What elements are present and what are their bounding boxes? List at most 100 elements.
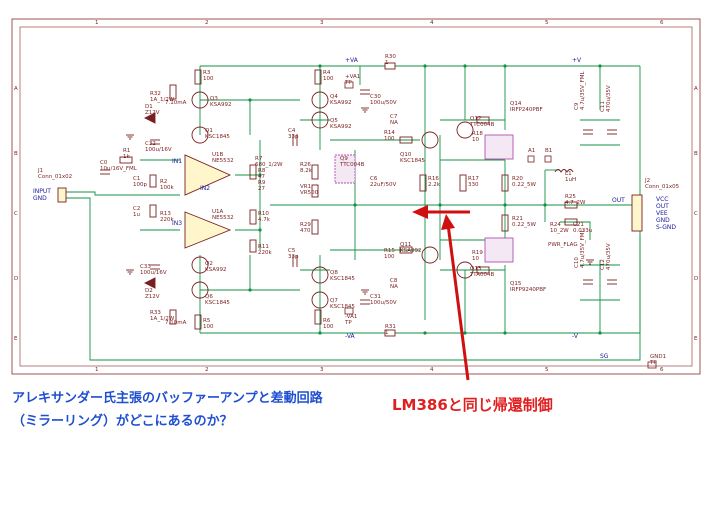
component-ref-c10: C10 bbox=[574, 257, 580, 268]
net-label-input: INPUT bbox=[33, 188, 51, 195]
component-ref-va1: +VA1 bbox=[345, 74, 360, 80]
component-ref-r30: R30 bbox=[385, 54, 396, 60]
component-ref-c8: C8 bbox=[390, 278, 398, 284]
component-ref-r33: R33 bbox=[150, 310, 161, 316]
net-label-neg-rail: -V bbox=[572, 333, 579, 340]
border-row-E-right: E bbox=[694, 336, 698, 342]
component-value-r11: 220k bbox=[258, 250, 272, 256]
component-ref-r19: R19 bbox=[472, 250, 483, 256]
component-value-c12: 470u/35V bbox=[606, 243, 612, 270]
component-value-r32: 1A_1/2W bbox=[150, 97, 175, 103]
annotation-red: LM386と同じ帰還制御 bbox=[392, 396, 553, 414]
component-ref-c6: C6 bbox=[370, 176, 378, 182]
component-value-q8: KSC1845 bbox=[330, 276, 355, 282]
component-value-q7: KSC1845 bbox=[330, 304, 355, 310]
component-value-c5: 33p bbox=[288, 254, 299, 260]
component-value-q13: TTA004B bbox=[469, 272, 494, 278]
component-ref-r3: R3 bbox=[203, 70, 211, 76]
component-value-c30: 100u/50V bbox=[370, 100, 397, 106]
net-label-input-gnd: GND bbox=[33, 195, 47, 202]
net-labels: +VA +V -VA -V OUT SG PWR_FLAG IN1 IN2 IN… bbox=[33, 57, 625, 360]
component-value-va1: TP bbox=[344, 80, 352, 86]
net-label-sg: SG bbox=[600, 353, 609, 360]
component-ref-c5: C5 bbox=[288, 248, 296, 254]
component-value-r30: 1 bbox=[385, 60, 389, 66]
component-value-c6: 22uF/50V bbox=[370, 182, 396, 188]
component-value-c8: NA bbox=[390, 284, 398, 290]
component-value-d1: Z12V bbox=[145, 110, 160, 116]
component-ref-r1: R1 bbox=[123, 148, 130, 154]
junction-dots bbox=[248, 64, 602, 335]
component-value-q15: IRFP9240PBF bbox=[510, 287, 546, 293]
ccs-current-bottom: 7.10mA bbox=[165, 320, 187, 326]
net-label-pos-va: +VA bbox=[345, 57, 359, 64]
net-label-neg-va: -VA bbox=[345, 333, 356, 340]
component-ref-d1: D1 bbox=[145, 104, 153, 110]
border-row-E-left: E bbox=[14, 336, 18, 342]
border-col-6-bottom: 6 bbox=[660, 367, 664, 373]
component-value-c4: 33p bbox=[288, 134, 299, 140]
border-row-B-right: B bbox=[694, 151, 698, 157]
component-value-u1b: NE5532 bbox=[212, 158, 234, 164]
j2-pin-gnd: GND bbox=[656, 217, 670, 224]
component-value-c0: 10u/16V_FML bbox=[100, 166, 138, 172]
component-value-r2: 100k bbox=[160, 185, 174, 191]
component-ref-r13: R13 bbox=[160, 211, 171, 217]
ground-symbols bbox=[125, 107, 595, 295]
component-ref-r26: R26 bbox=[300, 162, 311, 168]
component-ref-c33: C33 bbox=[140, 264, 151, 270]
annotation-blue-line1: アレキサンダー氏主張のバッファーアンプと差動回路 bbox=[12, 391, 323, 406]
component-ref-q13: Q13 bbox=[470, 266, 482, 272]
component-ref-c31: C31 bbox=[370, 294, 381, 300]
component-value-r8: 47 bbox=[258, 174, 265, 180]
border-col-2-bottom: 2 bbox=[205, 367, 209, 373]
component-value-r6: 100 bbox=[323, 324, 334, 330]
component-ref-r24: R24 bbox=[550, 222, 561, 228]
component-ref-q6: Q6 bbox=[205, 294, 213, 300]
component-ref-r21: R21 bbox=[512, 216, 523, 222]
j1-value: Conn_01x02 bbox=[38, 174, 72, 180]
component-ref-l1: L1 bbox=[565, 171, 572, 177]
border-row-D-right: D bbox=[694, 276, 698, 282]
component-ref-c4: C4 bbox=[288, 128, 296, 134]
feedback-arrow bbox=[412, 205, 470, 381]
component-value-q3: KSA992 bbox=[210, 102, 231, 108]
border-row-C-right: C bbox=[694, 211, 698, 217]
component-value-q10: KSC1845 bbox=[400, 158, 425, 164]
component-value-r25: 4.7_2W bbox=[565, 200, 586, 206]
component-ref-q7: Q7 bbox=[330, 298, 338, 304]
component-ref-r11: R11 bbox=[258, 244, 269, 250]
component-value-c1: 100p bbox=[133, 182, 147, 188]
component-value-c11: 470u/35V bbox=[606, 85, 612, 112]
component-value-c31: 100u/50V bbox=[370, 300, 397, 306]
component-ref-q8: Q8 bbox=[330, 270, 338, 276]
component-value-r14: 100 bbox=[384, 136, 395, 142]
component-ref-c11: C11 bbox=[600, 101, 606, 112]
component-ref-c1: C1 bbox=[133, 176, 140, 182]
component-ref-r17: R17 bbox=[468, 176, 479, 182]
component-value-r9: 27 bbox=[258, 186, 265, 192]
component-ref-r2: R2 bbox=[160, 179, 167, 185]
component-ref-c0: C0 bbox=[100, 160, 108, 166]
component-value-q6: KSC1845 bbox=[205, 300, 230, 306]
component-ref-q14: Q14 bbox=[510, 101, 522, 107]
component-value-c32: 100u/16V bbox=[145, 147, 172, 153]
net-label-pos-rail: +V bbox=[572, 57, 582, 64]
component-ref-r20: R20 bbox=[512, 176, 523, 182]
component-value-d2: Z12V bbox=[145, 294, 160, 300]
component-value-q4: KSA992 bbox=[330, 100, 351, 106]
component-ref-r8: R8 bbox=[258, 168, 266, 174]
component-ref-r14: R14 bbox=[384, 130, 395, 136]
j2-value: Conn_01x05 bbox=[645, 184, 680, 190]
component-ref-q3: Q3 bbox=[210, 96, 218, 102]
component-value-c10: 4.7u/35V_FML bbox=[580, 228, 586, 268]
component-value-q12: TTC004B bbox=[469, 122, 495, 128]
component-ref-r25: R25 bbox=[565, 194, 576, 200]
component-ref-r10: R10 bbox=[258, 211, 269, 217]
net-label-in1: IN1 bbox=[172, 158, 182, 165]
component-ref-u1b: U1B bbox=[212, 152, 224, 158]
component-value-c2: 1u bbox=[133, 212, 140, 218]
border-col-2-top: 2 bbox=[205, 20, 209, 26]
component-ref-q10: Q10 bbox=[400, 152, 412, 158]
component-ref-c12: C12 bbox=[600, 259, 606, 270]
